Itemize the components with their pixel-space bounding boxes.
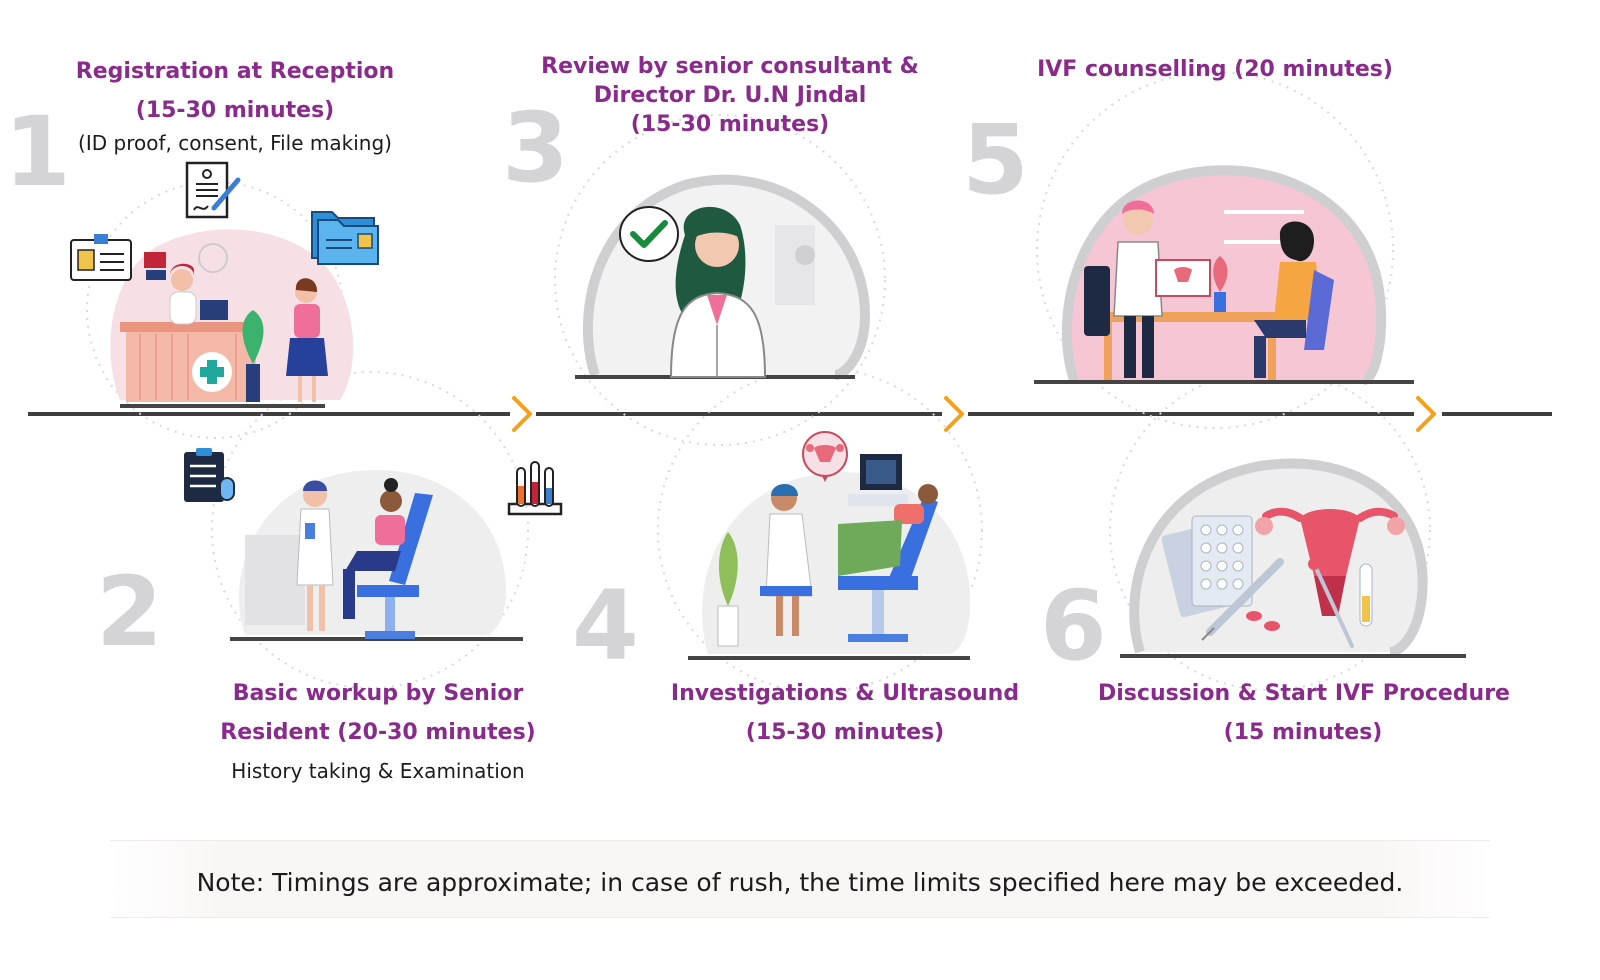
step-1-number: 1 [4, 96, 71, 208]
document-sign-icon [185, 161, 241, 219]
step-5-number: 5 [962, 104, 1029, 216]
ultrasound-illustration [688, 454, 971, 660]
step-4-title-line: (15-30 minutes) [745, 720, 945, 745]
step-1-title-line: (15-30 minutes) [135, 98, 335, 123]
step-2-title-line: Basic workup by Senior [232, 681, 524, 706]
doctor-illustration [575, 174, 871, 380]
arrow-icon [1416, 396, 1436, 432]
uterus-icon [802, 431, 848, 482]
id-card-icon [70, 234, 132, 281]
step-4-title-line: Investigations & Ultrasound [670, 681, 1020, 706]
step-4-caption: Investigations & Ultrasound (15-30 minut… [655, 674, 1035, 752]
step-1-detail: (ID proof, consent, File making) [78, 131, 392, 155]
step-6-number: 6 [1040, 570, 1107, 682]
ivf-procedure-illustration [1120, 458, 1466, 658]
step-2-detail: History taking & Examination [231, 759, 525, 783]
footnote: Note: Timings are approximate; in case o… [196, 868, 1404, 897]
step-6-title-line: Discussion & Start IVF Procedure [1098, 681, 1510, 706]
step-6-title-line: (15 minutes) [1223, 720, 1383, 745]
step-5-title-line: IVF counselling (20 minutes) [1037, 57, 1393, 82]
checkmark-icon [619, 206, 679, 262]
step-2-number: 2 [96, 556, 163, 668]
counselling-illustration [1034, 165, 1414, 385]
note-band [110, 840, 1490, 918]
checklist-icon [184, 448, 235, 502]
step-5-caption: IVF counselling (20 minutes) [1030, 55, 1400, 84]
arrow-icon [944, 396, 964, 432]
folder-icon [311, 211, 379, 265]
step-3-title-line: (15-30 minutes) [630, 112, 830, 137]
gynae-exam-illustration [230, 469, 523, 641]
step-2-caption: Basic workup by Senior Resident (20-30 m… [200, 674, 556, 790]
step-1-title-line: Registration at Reception [75, 59, 395, 84]
step-2-title-line: Resident (20-30 minutes) [220, 720, 536, 745]
step-4-number: 4 [572, 570, 639, 682]
step-3-title-line: Review by senior consultant & [541, 54, 919, 79]
step-1-caption: Registration at Reception (15-30 minutes… [40, 52, 430, 156]
reception-desk-illustration [110, 229, 354, 408]
test-tubes-icon [507, 461, 563, 516]
step-3-caption: Review by senior consultant & Director D… [540, 52, 920, 139]
step-3-title-line: Director Dr. U.N Jindal [593, 83, 867, 108]
step-6-caption: Discussion & Start IVF Procedure (15 min… [1098, 674, 1510, 752]
arrow-icon [512, 396, 532, 432]
step-3-number: 3 [502, 92, 569, 204]
